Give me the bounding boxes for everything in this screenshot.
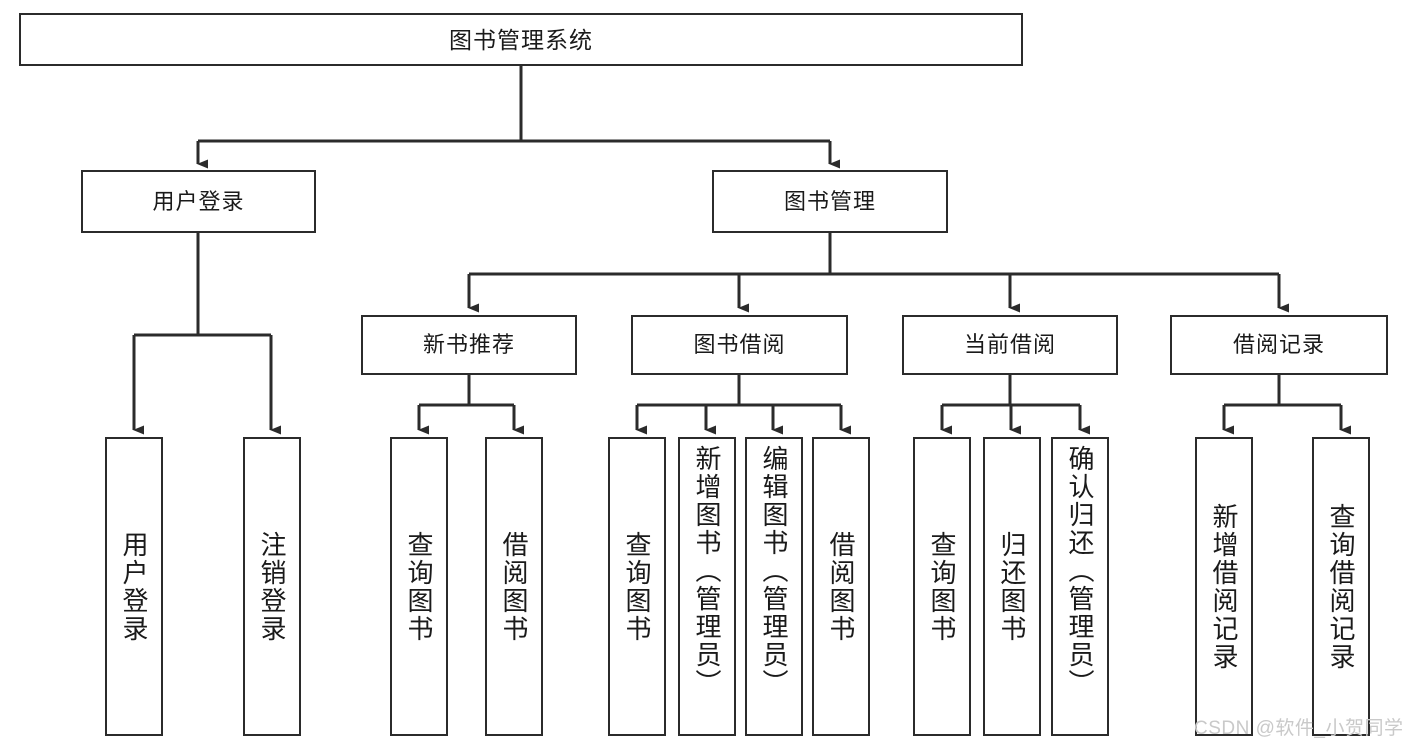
node-leaf-add-book[interactable]: 新增图书（管理员）: [678, 437, 736, 736]
node-current-borrow[interactable]: 当前借阅: [902, 315, 1118, 375]
node-leaf-query-book-2-label: 查询图书: [622, 530, 652, 643]
csdn-watermark: CSDN @软件_小贺同学: [1194, 718, 1404, 739]
node-leaf-confirm-return[interactable]: 确认归还（管理员）: [1051, 437, 1109, 736]
node-leaf-edit-book[interactable]: 编辑图书（管理员）: [745, 437, 803, 736]
node-user-login[interactable]: 用户登录: [81, 170, 316, 233]
node-leaf-query-book-3-label: 查询图书: [927, 530, 957, 643]
node-user-login-label: 用户登录: [152, 188, 245, 214]
node-leaf-query-book-1[interactable]: 查询图书: [390, 437, 448, 736]
node-leaf-user-login[interactable]: 用户登录: [105, 437, 163, 736]
node-leaf-borrow-book-2-label: 借阅图书: [826, 530, 856, 643]
node-borrow-record-label: 借阅记录: [1232, 332, 1325, 357]
node-leaf-query-record[interactable]: 查询借阅记录: [1312, 437, 1370, 736]
node-leaf-query-book-1-label: 查询图书: [404, 530, 434, 643]
node-leaf-confirm-return-label: 确认归还（管理员）: [1065, 445, 1095, 697]
node-book-manage[interactable]: 图书管理: [712, 170, 948, 233]
node-new-book-recommend[interactable]: 新书推荐: [361, 315, 577, 375]
node-leaf-edit-book-label: 编辑图书（管理员）: [759, 445, 789, 697]
node-root[interactable]: 图书管理系统: [19, 13, 1023, 66]
node-leaf-query-book-2[interactable]: 查询图书: [608, 437, 666, 736]
node-root-label: 图书管理系统: [449, 26, 593, 53]
node-leaf-borrow-book-1[interactable]: 借阅图书: [485, 437, 543, 736]
node-leaf-query-record-label: 查询借阅记录: [1326, 502, 1356, 671]
node-new-book-recommend-label: 新书推荐: [422, 332, 515, 357]
node-book-borrow-label: 图书借阅: [693, 332, 786, 357]
node-leaf-add-book-label: 新增图书（管理员）: [692, 445, 722, 697]
node-leaf-add-record-label: 新增借阅记录: [1209, 502, 1239, 671]
node-leaf-return-book[interactable]: 归还图书: [983, 437, 1041, 736]
node-current-borrow-label: 当前借阅: [963, 332, 1056, 357]
node-leaf-borrow-book-2[interactable]: 借阅图书: [812, 437, 870, 736]
node-leaf-query-book-3[interactable]: 查询图书: [913, 437, 971, 736]
node-leaf-add-record[interactable]: 新增借阅记录: [1195, 437, 1253, 736]
node-leaf-return-book-label: 归还图书: [997, 530, 1027, 643]
node-borrow-record[interactable]: 借阅记录: [1170, 315, 1388, 375]
node-book-borrow[interactable]: 图书借阅: [631, 315, 848, 375]
node-book-manage-label: 图书管理: [783, 188, 876, 214]
node-leaf-user-logout-label: 注销登录: [257, 530, 287, 643]
node-leaf-borrow-book-1-label: 借阅图书: [499, 530, 529, 643]
node-leaf-user-login-label: 用户登录: [119, 530, 149, 643]
node-leaf-user-logout[interactable]: 注销登录: [243, 437, 301, 736]
